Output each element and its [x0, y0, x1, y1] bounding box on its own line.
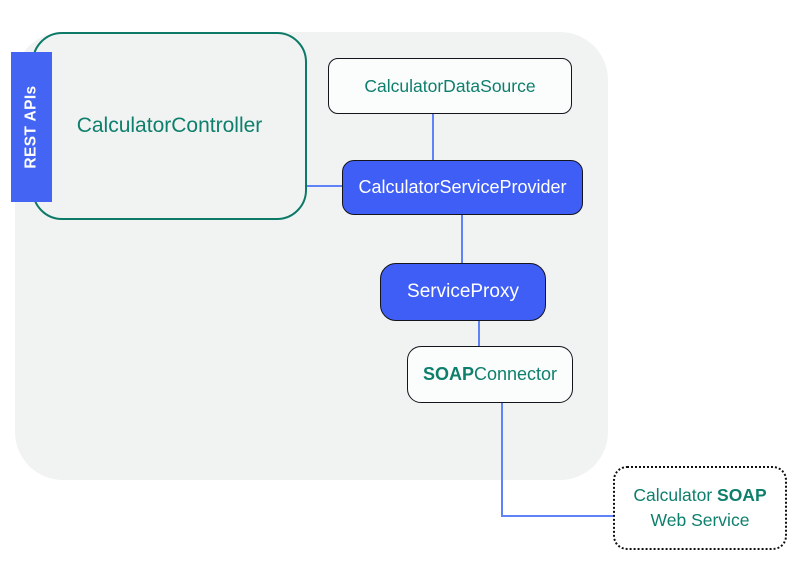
soap-web-service-label: Calculator SOAP Web Service	[633, 483, 766, 533]
soap-web-service-line2: Web Service	[650, 510, 750, 530]
soap-connector-label-regular: Connector	[473, 364, 558, 384]
node-calculator-data-source: CalculatorDataSource	[328, 58, 572, 114]
edge-soapconnector-to-webservice-horizontal	[501, 515, 613, 517]
calculator-service-provider-label: CalculatorServiceProvider	[358, 177, 567, 197]
node-calculator-controller: CalculatorController	[32, 32, 307, 220]
service-proxy-label: ServiceProxy	[407, 281, 519, 302]
node-calculator-soap-web-service: Calculator SOAP Web Service	[613, 466, 787, 550]
edge-controller-to-serviceprovider	[307, 185, 342, 187]
edge-serviceproxy-to-soapconnector	[478, 321, 480, 346]
soap-web-service-line1-bold: SOAP	[717, 485, 767, 505]
node-calculator-service-provider: CalculatorServiceProvider	[342, 160, 583, 215]
edge-soapconnector-to-webservice-vertical	[501, 403, 503, 517]
node-soap-connector: SOAPConnector	[407, 346, 573, 403]
calculator-data-source-label: CalculatorDataSource	[364, 75, 536, 96]
soap-connector-label: SOAPConnector	[423, 364, 557, 385]
node-service-proxy: ServiceProxy	[380, 263, 546, 321]
soap-web-service-line1-regular: Calculator	[633, 485, 718, 505]
edge-datasource-to-serviceprovider	[432, 114, 434, 160]
edge-serviceprovider-to-serviceproxy	[461, 215, 463, 263]
rest-apis-tag: REST APIs	[11, 52, 52, 202]
soap-connector-label-bold: SOAP	[422, 364, 474, 384]
rest-apis-label: REST APIs	[22, 85, 40, 169]
calculator-controller-label: CalculatorController	[76, 114, 263, 137]
